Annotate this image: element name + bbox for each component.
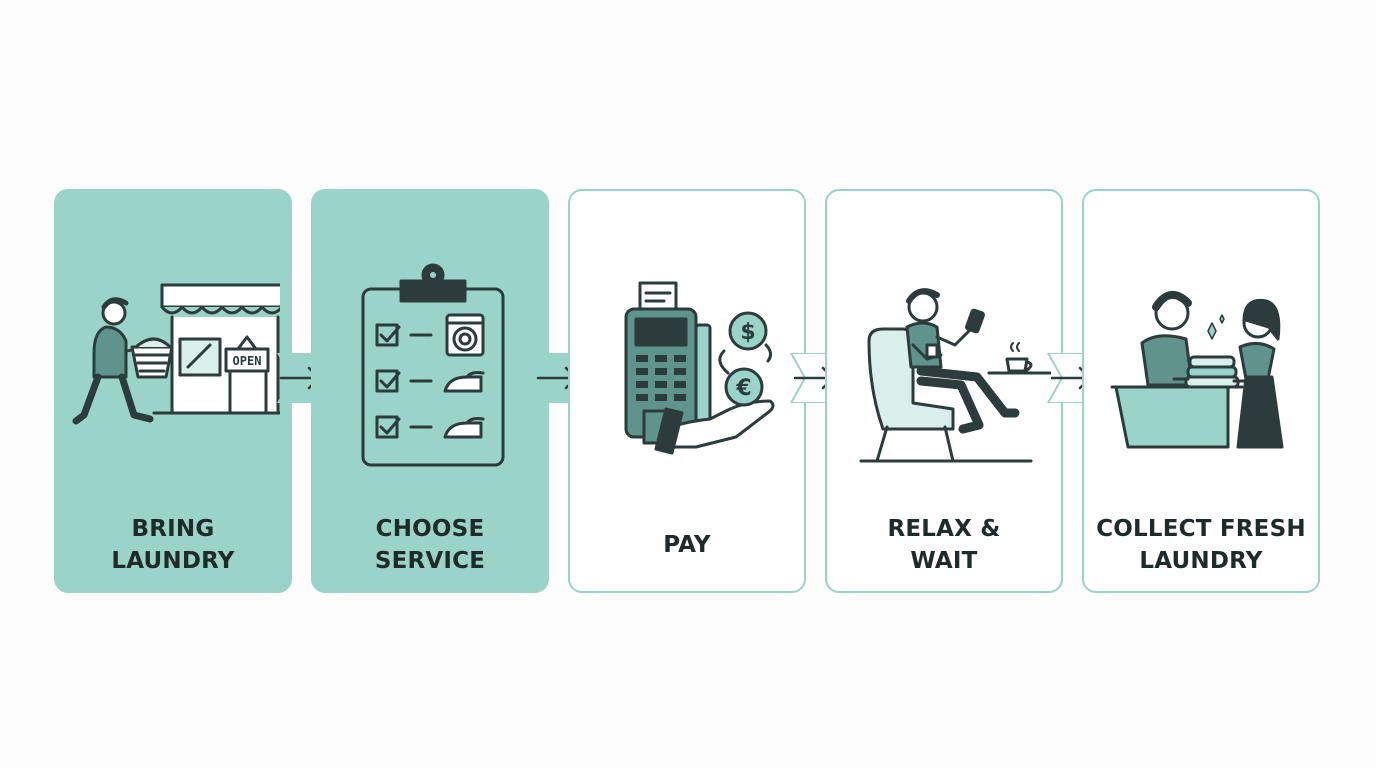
step-label-line: CHOOSE — [375, 516, 485, 542]
step-card-relax-wait: RELAX & WAIT — [825, 189, 1063, 593]
step-label-bring-laundry: BRING LAUNDRY — [60, 513, 286, 577]
washing-machine-icon — [445, 313, 485, 357]
coffee-cup-icon — [987, 342, 1051, 375]
collect-laundry-illustration — [1110, 291, 1284, 449]
storefront-icon — [152, 283, 280, 415]
step-label-line: PAY — [663, 532, 711, 558]
step-label-line: WAIT — [910, 548, 978, 574]
step-card-collect-fresh-laundry: COLLECT FRESH LAUNDRY — [1082, 189, 1320, 593]
step-label-line: BRING — [131, 516, 215, 542]
shop-sign-text: OPEN — [233, 354, 262, 368]
step-label-choose-service: CHOOSE SERVICE — [317, 513, 543, 577]
relax-wait-illustration — [859, 288, 1051, 463]
iron-icon — [443, 417, 485, 439]
step-card-pay: $ € PAY — [568, 189, 806, 593]
bring-laundry-illustration: OPEN — [72, 283, 280, 425]
people-handing-laundry-icon — [1110, 291, 1284, 449]
step-label-pay: PAY — [574, 513, 800, 577]
step-label-line: SERVICE — [374, 548, 486, 574]
step-label-line: COLLECT FRESH — [1096, 516, 1306, 542]
step-label-line: LAUNDRY — [1139, 548, 1263, 574]
euro-coin-icon — [724, 367, 764, 407]
card-terminal-icon — [624, 281, 712, 445]
step-card-bring-laundry: OPEN BRING LAUNDRY — [54, 189, 292, 593]
step-label-relax-wait: RELAX & WAIT — [831, 513, 1057, 577]
step-card-choose-service: CHOOSE SERVICE — [311, 189, 549, 593]
step-label-line: RELAX & — [887, 516, 1001, 542]
choose-service-illustration — [361, 263, 505, 467]
pay-illustration: $ € — [624, 281, 775, 455]
euro-symbol: € — [735, 376, 751, 401]
step-label-line: LAUNDRY — [111, 548, 235, 574]
dollar-symbol: $ — [740, 320, 755, 345]
dollar-coin-icon — [728, 311, 768, 351]
step-label-collect-fresh-laundry: COLLECT FRESH LAUNDRY — [1088, 513, 1314, 577]
iron-icon — [443, 371, 485, 393]
person-in-armchair-icon — [859, 288, 1033, 463]
person-carrying-basket-icon — [72, 297, 174, 425]
folded-laundry-icon — [1172, 355, 1250, 389]
clipboard-checklist-icon — [361, 263, 505, 467]
